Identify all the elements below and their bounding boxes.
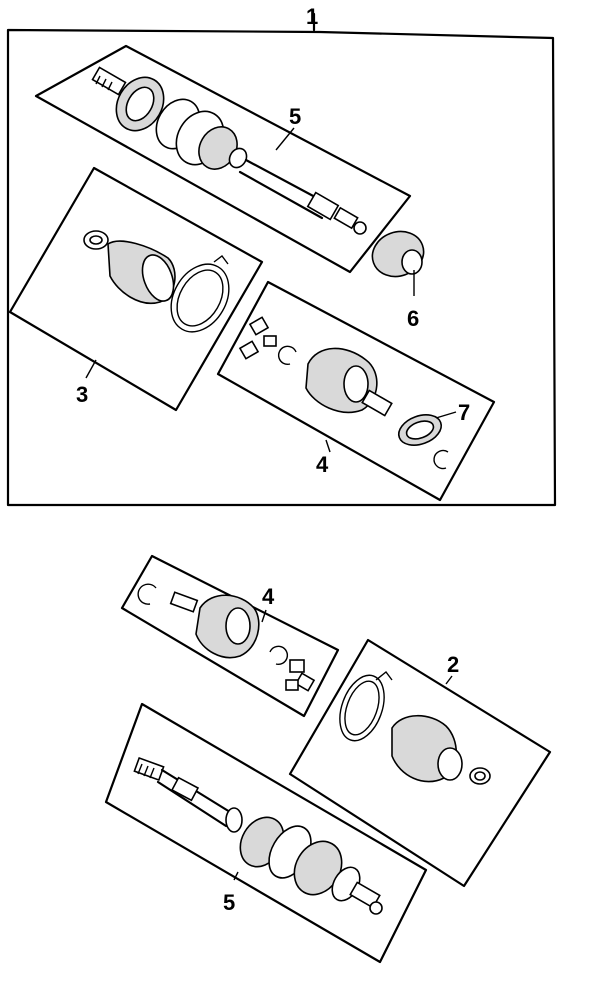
boot-kit-box-3 xyxy=(8,166,264,412)
bearing-ring-6 xyxy=(371,230,425,278)
boot-kit-box-2 xyxy=(288,638,552,888)
callout-4-bottom: 4 xyxy=(262,584,275,609)
callout-7: 7 xyxy=(458,400,470,425)
callout-5-top: 5 xyxy=(289,104,301,129)
boot-kit-3 xyxy=(83,230,230,333)
inner-joint-bottom xyxy=(137,583,316,692)
callout-3: 3 xyxy=(76,382,88,407)
axle-shaft-box-bottom xyxy=(104,702,428,964)
inner-joint-box-bottom xyxy=(120,554,340,718)
axle-shaft-top xyxy=(91,66,367,235)
callout-2: 2 xyxy=(447,652,459,677)
assembly-frame-1 xyxy=(6,12,557,507)
callout-6: 6 xyxy=(407,306,419,331)
axle-shaft-box-top xyxy=(34,44,412,274)
axle-shaft-bottom xyxy=(133,756,383,915)
callout-5-bottom: 5 xyxy=(223,890,235,915)
boot-kit-2 xyxy=(339,671,491,785)
inner-joint-box-top xyxy=(216,280,496,502)
callout-4-top: 4 xyxy=(316,452,329,477)
callout-1: 1 xyxy=(306,4,318,29)
inner-joint-top xyxy=(238,316,449,470)
